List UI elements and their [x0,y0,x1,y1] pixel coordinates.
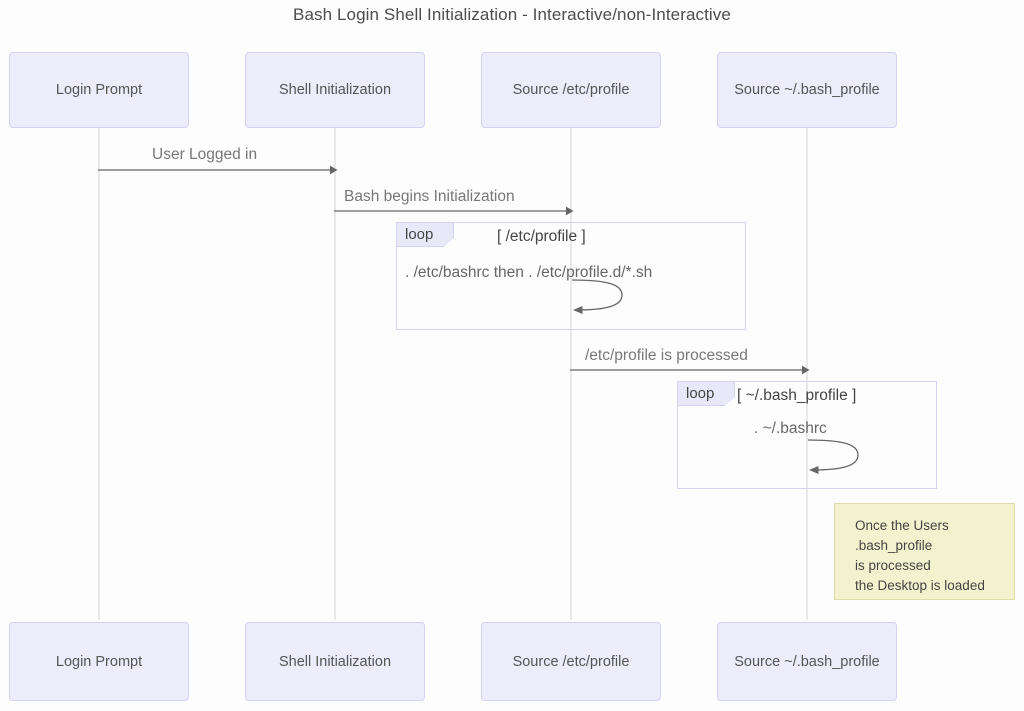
loop-block-etc-profile: loop [396,222,746,330]
message-label-bash-begins-initialization: Bash begins Initialization [344,188,515,205]
message-arrow-user-logged-in [98,165,338,175]
loop-block-bash-profile: loop [677,381,937,489]
participant-box-source-bash-profile-bottom[interactable]: Source ~/.bash_profile [717,622,897,701]
note-desktop-loaded: Once the Users .bash_profile is processe… [834,503,1015,600]
self-message-arrow-etc-profile [571,279,623,314]
participant-label-login-prompt-bottom: Login Prompt [55,653,143,670]
participant-label-source-bash-profile-top: Source ~/.bash_profile [734,82,880,98]
loop-keyword-etc-profile: loop [405,226,434,243]
loop-condition-bash-profile: [ ~/.bash_profile ] [737,387,857,404]
participant-box-shell-initialization-top[interactable]: Shell Initialization [245,52,425,128]
loop-tab-etc-profile: loop [396,222,454,247]
loop-tab-bash-profile: loop [677,381,735,406]
lifeline-source-etc-profile [570,128,572,620]
message-arrow-bash-begins-initialization [334,206,574,216]
participant-box-source-bash-profile-top[interactable]: Source ~/.bash_profile [717,52,897,128]
lifeline-login-prompt [98,128,100,620]
loop-keyword-bash-profile: loop [686,385,715,402]
participant-box-login-prompt-top[interactable]: Login Prompt [9,52,189,128]
participant-label-shell-initialization-top: Shell Initialization [278,82,392,98]
participant-box-source-etc-profile-bottom[interactable]: Source /etc/profile [481,622,661,701]
loop-condition-etc-profile: [ /etc/profile ] [497,228,586,245]
participant-label-source-etc-profile-bottom: Source /etc/profile [512,653,630,670]
participant-label-source-etc-profile-top: Source /etc/profile [512,82,630,98]
lifeline-source-bash-profile [806,128,808,620]
participant-label-source-bash-profile-bottom: Source ~/.bash_profile [734,653,880,670]
message-label-etc-profile-processed: /etc/profile is processed [585,347,748,364]
participant-label-login-prompt-top: Login Prompt [55,82,143,98]
self-message-arrow-bash-profile [807,439,859,474]
message-arrow-etc-profile-processed [570,365,810,375]
participant-label-shell-initialization-bottom: Shell Initialization [278,653,392,670]
note-text: Once the Users .bash_profile is processe… [855,518,985,593]
diagram-title: Bash Login Shell Initialization - Intera… [293,5,731,24]
self-message-label-etc-profile: . /etc/bashrc then . /etc/profile.d/*.sh [405,264,653,281]
message-label-user-logged-in: User Logged in [152,146,258,163]
self-message-label-bash-profile: . ~/.bashrc [754,420,827,437]
participant-box-login-prompt-bottom[interactable]: Login Prompt [9,622,189,701]
participant-box-shell-initialization-bottom[interactable]: Shell Initialization [245,622,425,701]
lifeline-shell-initialization [334,128,336,620]
participant-box-source-etc-profile-top[interactable]: Source /etc/profile [481,52,661,128]
